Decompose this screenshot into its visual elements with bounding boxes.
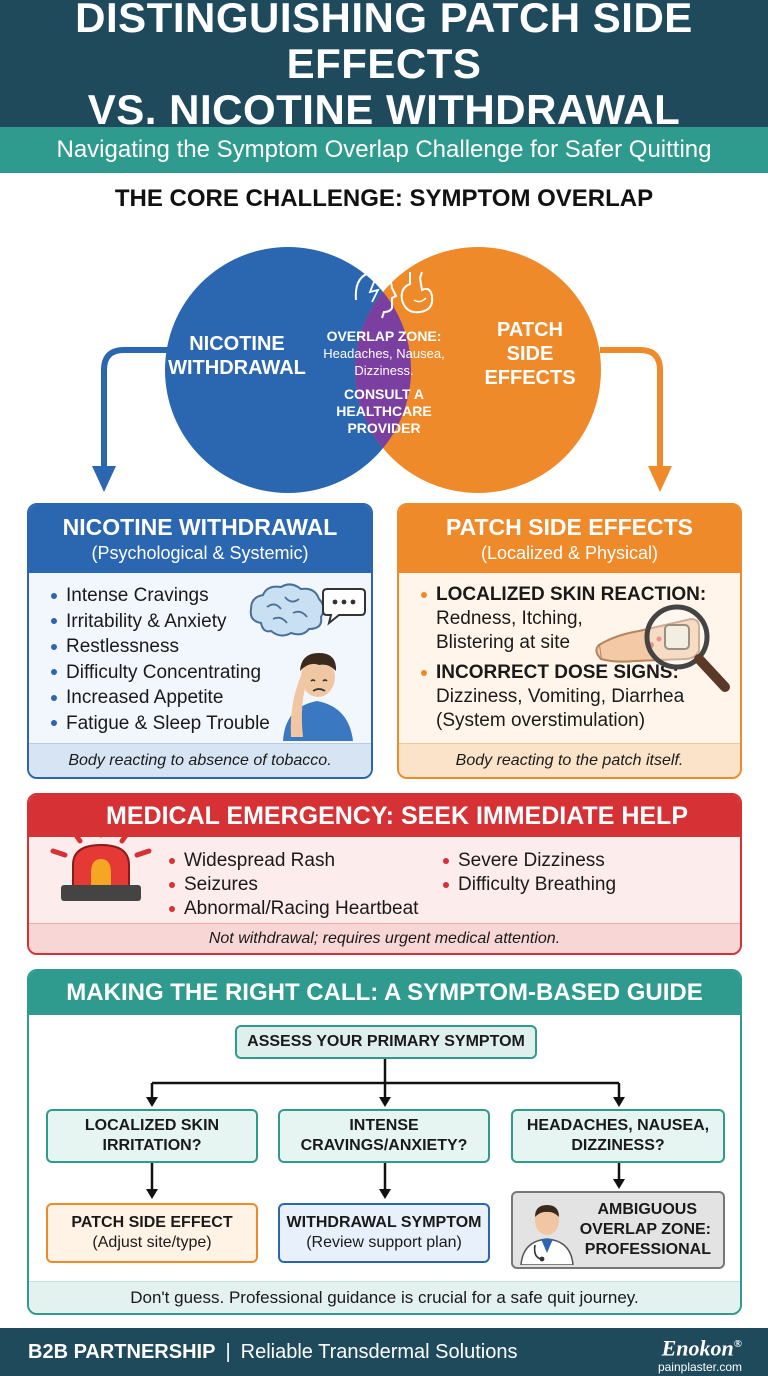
guide-root-node: ASSESS YOUR PRIMARY SYMPTOM <box>235 1025 537 1059</box>
consult-line-3: PROVIDER <box>347 420 420 436</box>
list-item: Difficulty Breathing <box>443 873 616 897</box>
overlap-line-2: Dizziness. <box>354 363 413 378</box>
page-title-line-1: DISTINGUISHING PATCH SIDE EFFECTS <box>75 0 693 87</box>
skin-reaction-line-1: Redness, Itching, <box>436 608 583 629</box>
dose-signs-line-2: (System overstimulation) <box>436 710 646 731</box>
patch-panel-footer: Body reacting to the patch itself. <box>399 743 740 777</box>
stomach-icon <box>400 271 434 314</box>
guide-question-overlap: HEADACHES, NAUSEA,DIZZINESS? <box>511 1109 725 1163</box>
venn-right-label-1: PATCH <box>497 319 563 341</box>
guide-connectors <box>146 1059 625 1199</box>
footer-separator: | <box>225 1340 231 1363</box>
core-challenge-title: THE CORE CHALLENGE: SYMPTOM OVERLAP <box>114 185 654 212</box>
stressed-person-icon <box>283 653 353 741</box>
doctor-icon <box>520 1205 574 1265</box>
brand-url: painplaster.com <box>657 1360 742 1375</box>
patch-panel-subtitle: (Localized & Physical) <box>480 543 659 563</box>
footer-partnership: B2B PARTNERSHIP <box>28 1340 216 1363</box>
list-item: Fatigue & Sleep Trouble <box>51 711 270 737</box>
guide-answer-withdrawal: WITHDRAWAL SYMPTOM(Review support plan) <box>278 1203 490 1263</box>
symptom-guide-panel: MAKING THE RIGHT CALL: A SYMPTOM-BASED G… <box>27 969 742 1315</box>
head-icon <box>354 270 398 319</box>
withdrawal-symptom-list: Intense Cravings Irritability & Anxiety … <box>51 583 270 736</box>
subtitle-bar: Navigating the Symptom Overlap Challenge… <box>0 127 768 173</box>
emergency-list-left: Widespread Rash Seizures Abnormal/Racing… <box>169 849 418 921</box>
skin-reaction-item: LOCALIZED SKIN REACTION: Redness, Itchin… <box>421 583 706 655</box>
arrow-left-head <box>92 466 116 492</box>
venn-left-label-2: WITHDRAWAL <box>168 357 306 379</box>
venn-diagram: NICOTINE WITHDRAWAL PATCH SIDE EFFECTS O… <box>92 247 672 493</box>
list-item: Irritability & Anxiety <box>51 609 270 635</box>
brand-name: Enokon <box>661 1335 734 1361</box>
dose-signs-heading: INCORRECT DOSE SIGNS: <box>436 662 679 683</box>
patch-panel: PATCH SIDE EFFECTS (Localized & Physical… <box>397 503 742 779</box>
page-title-line-2: VS. NICOTINE WITHDRAWAL <box>87 85 681 133</box>
list-item: Abnormal/Racing Heartbeat <box>169 897 418 921</box>
dose-signs-item: INCORRECT DOSE SIGNS: Dizziness, Vomitin… <box>421 661 684 733</box>
withdrawal-panel: NICOTINE WITHDRAWAL (Psychological & Sys… <box>27 503 373 779</box>
list-item: Increased Appetite <box>51 685 270 711</box>
venn-right-label-3: EFFECTS <box>484 367 575 389</box>
arrow-right <box>600 347 663 470</box>
list-item: Restlessness <box>51 634 270 660</box>
withdrawal-panel-title: NICOTINE WITHDRAWAL <box>62 514 338 540</box>
brand-logo: Enokon® painplaster.com <box>657 1332 742 1375</box>
list-item: Seizures <box>169 873 418 897</box>
siren-icon <box>50 820 152 901</box>
arrow-right-head <box>648 466 672 492</box>
dose-signs-line-1: Dizziness, Vomiting, Diarrhea <box>436 686 685 707</box>
list-item: Severe Dizziness <box>443 849 616 873</box>
consult-line-2: HEALTHCARE <box>336 403 431 419</box>
skin-reaction-heading: LOCALIZED SKIN REACTION: <box>436 584 707 605</box>
guide-answer-patch: PATCH SIDE EFFECT(Adjust site/type) <box>46 1203 258 1263</box>
overlap-line-1: Headaches, Nausea, <box>323 346 444 361</box>
withdrawal-panel-footer: Body reacting to absence of tobacco. <box>29 743 371 777</box>
footer-tagline: Reliable Transdermal Solutions <box>240 1340 518 1363</box>
overlap-title: OVERLAP ZONE: <box>327 328 442 344</box>
guide-footer: Don't guess. Professional guidance is cr… <box>29 1281 740 1313</box>
emergency-panel: MEDICAL EMERGENCY: SEEK IMMEDIATE HELP W… <box>27 793 742 955</box>
emergency-list-right: Severe Dizziness Difficulty Breathing <box>443 849 616 897</box>
page-subtitle: Navigating the Symptom Overlap Challenge… <box>56 136 712 163</box>
list-item: Widespread Rash <box>169 849 418 873</box>
withdrawal-circle <box>165 247 411 493</box>
list-item: Intense Cravings <box>51 583 270 609</box>
brain-icon <box>249 583 325 637</box>
arm-patch-magnifier-icon <box>595 604 730 692</box>
withdrawal-panel-subtitle: (Psychological & Systemic) <box>91 543 309 563</box>
brand-mark: ® <box>733 1338 742 1350</box>
footer-bar: B2B PARTNERSHIP | Reliable Transdermal S… <box>0 1328 768 1376</box>
symptom-guide-title: MAKING THE RIGHT CALL: A SYMPTOM-BASED G… <box>29 971 740 1015</box>
venn-left-label-1: NICOTINE <box>189 333 285 355</box>
emergency-panel-title: MEDICAL EMERGENCY: SEEK IMMEDIATE HELP <box>29 795 740 837</box>
patch-circle <box>355 247 601 493</box>
skin-reaction-line-2: Blistering at site <box>436 632 571 653</box>
list-item: Difficulty Concentrating <box>51 660 270 686</box>
arrow-left <box>101 347 168 470</box>
patch-panel-title: PATCH SIDE EFFECTS <box>445 514 694 540</box>
speech-bubble-icon <box>322 588 366 626</box>
emergency-footer: Not withdrawal; requires urgent medical … <box>29 923 740 953</box>
consult-line-1: CONSULT A <box>344 386 424 402</box>
withdrawal-panel-header: NICOTINE WITHDRAWAL (Psychological & Sys… <box>29 505 371 573</box>
venn-right-label-2: SIDE <box>507 343 554 365</box>
header-banner: DISTINGUISHING PATCH SIDE EFFECTS VS. NI… <box>0 0 768 132</box>
patch-panel-header: PATCH SIDE EFFECTS (Localized & Physical… <box>399 505 740 573</box>
